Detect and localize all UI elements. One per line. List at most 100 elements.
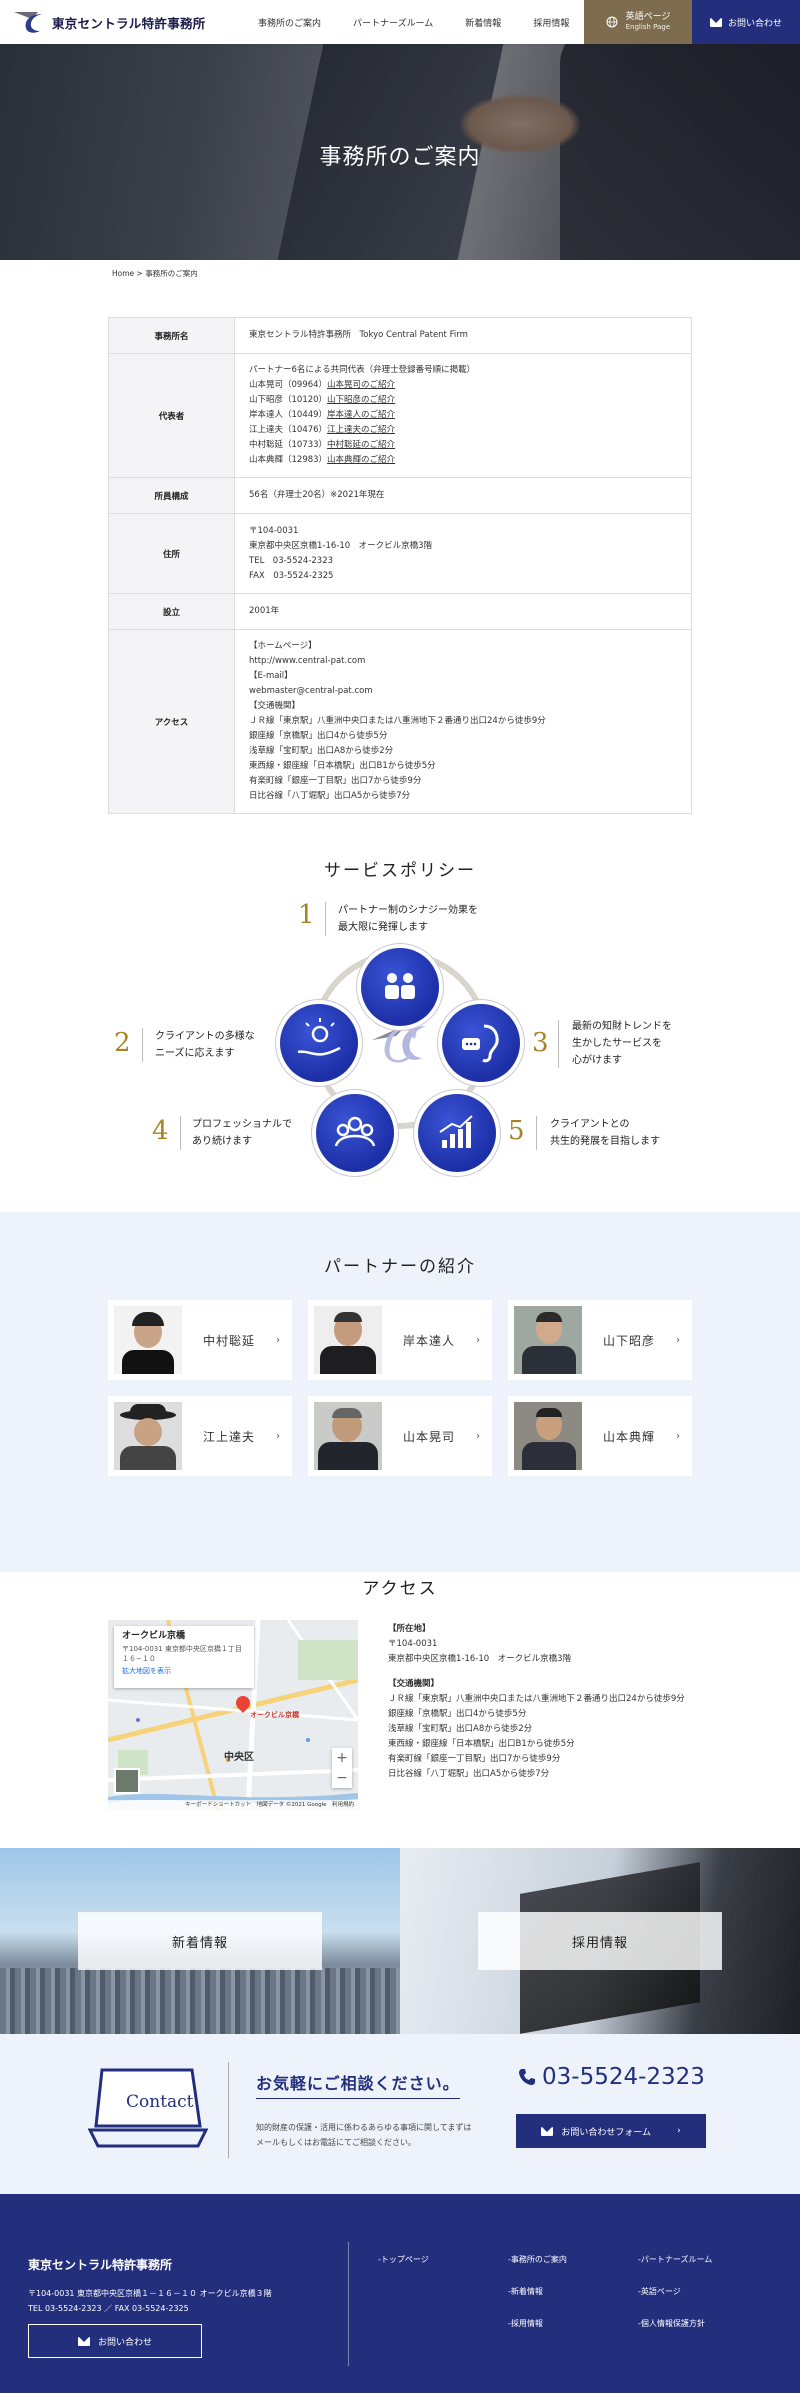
map-satellite-toggle[interactable] (114, 1768, 140, 1794)
footer-link-news[interactable]: -新着情報 (508, 2287, 543, 2296)
policy-num-5: 5 (508, 1116, 525, 1146)
contact-desc-line: 知的財産の保護・活用に係わるあらゆる事項に関してまずは (256, 2123, 472, 2132)
policy-num-2: 2 (114, 1028, 131, 1058)
breadcrumb[interactable]: Home > 事務所のご案内 (112, 269, 198, 278)
google-map[interactable]: オークビル京橋 中央区 オークビル京橋 〒104-0031 東京都中央区京橋１丁… (108, 1620, 358, 1810)
policy-line: クライアントとの (550, 1119, 630, 1130)
rep-link[interactable]: 岸本達人のご紹介 (327, 410, 396, 420)
chevron-right-icon: › (677, 2126, 681, 2136)
access-title: アクセス (362, 1579, 438, 1599)
mail-icon (709, 17, 722, 27)
access-line: 日比谷線「八丁堀駅」出口A5から徒歩7分 (249, 791, 411, 801)
partner-name: 山本典輝 (602, 1429, 655, 1444)
policy-text-4: プロフェッショナルであり続けます (192, 1116, 292, 1150)
office-value: 東京セントラル特許事務所 Tokyo Central Patent Firm (234, 317, 692, 354)
footer-tel: TEL 03-5524-2323 ／ FAX 03-5524-2325 (28, 2304, 189, 2313)
partner-card-yamamoto-koji[interactable]: 山本晃司 › (308, 1396, 492, 1476)
partner-card-yamamoto-noriteru[interactable]: 山本典輝 › (508, 1396, 692, 1476)
transport-line: ＪＲ線「東京駅」八重洲中央口または八重洲地下２番通り出口24から徒歩9分 (388, 1694, 685, 1704)
contact-desc-line: メールもしくはお電話にてご相談ください。 (256, 2138, 416, 2147)
footer-link-partners[interactable]: -パートナーズルーム (638, 2255, 713, 2264)
nav-item-partners[interactable]: パートナーズルーム (353, 18, 434, 29)
nav-item-news[interactable]: 新着情報 (465, 18, 502, 29)
footer-link-office[interactable]: -事務所のご案内 (508, 2255, 567, 2264)
partner-card-kishimoto[interactable]: 岸本達人 › (308, 1300, 492, 1380)
partner-photo (114, 1306, 182, 1374)
map-enlarge-link[interactable]: 拡大地図を表示 (122, 1667, 171, 1675)
policy-line: 生かしたサービスを (572, 1038, 662, 1049)
footer-link-english[interactable]: -英語ページ (638, 2287, 681, 2296)
transport-line: 有楽町線「銀座一丁目駅」出口7から徒歩9分 (388, 1754, 561, 1764)
partners-section (0, 1212, 800, 1572)
nav-item-office[interactable]: 事務所のご案内 (258, 18, 322, 29)
policy-divider (180, 1116, 181, 1150)
footer-company-name: 東京セントラル特許事務所 (28, 2258, 173, 2272)
footer-link-recruit[interactable]: -採用情報 (508, 2319, 543, 2328)
rep-link[interactable]: 中村聡延のご紹介 (327, 440, 396, 450)
access-line: 浅草線「宝町駅」出口A8から徒歩2分 (249, 746, 394, 756)
rep-link[interactable]: 山本典輝のご紹介 (327, 455, 396, 465)
policy-title: サービスポリシー (324, 861, 476, 881)
partner-card-egami[interactable]: 江上達夫 › (108, 1396, 292, 1476)
address-line: 東京都中央区京橋1-16-10 オークビル京橋3階 (249, 540, 433, 551)
access-line: 【交通機関】 (249, 701, 301, 711)
access-line[interactable]: webmaster@central-pat.com (249, 686, 373, 696)
policy-divider (558, 1020, 559, 1068)
english-btn-sub: English Page (625, 23, 671, 32)
staff-value: 56名（弁理士20名）※2021年現在 (234, 477, 692, 514)
policy-divider (142, 1028, 143, 1062)
partner-card-nakamura[interactable]: 中村聡延 › (108, 1300, 292, 1380)
rep-intro: パートナー6名による共同代表（弁理士登録番号順に掲載） (249, 365, 476, 375)
zoom-out-icon[interactable]: − (336, 1770, 348, 1786)
founded-label: 設立 (108, 593, 235, 630)
chevron-right-icon: › (276, 1430, 280, 1442)
nav-item-recruit[interactable]: 採用情報 (533, 18, 570, 29)
map-info-card: オークビル京橋 〒104-0031 東京都中央区京橋１丁目 １６−１０ 拡大地図… (114, 1626, 254, 1688)
chevron-right-icon: › (476, 1334, 480, 1346)
footer-link-privacy[interactable]: -個人情報保護方針 (638, 2319, 705, 2328)
access-details: 【所在地】 〒104-0031 東京都中央区京橋1-16-10 オークビル京橋3… (388, 1622, 685, 1782)
address-line: FAX 03-5524-2325 (249, 570, 334, 581)
access-line[interactable]: http://www.central-pat.com (249, 656, 366, 666)
rep-link[interactable]: 江上達夫のご紹介 (327, 425, 396, 435)
chevron-right-icon: › (476, 1430, 480, 1442)
partner-name: 山本晃司 (402, 1429, 455, 1444)
footer-address-block: 〒104-0031 東京都中央区京橋１－１６－１０ オークビル京橋３階 TEL … (28, 2286, 272, 2316)
contact-phone[interactable]: 03-5524-2323 (518, 2064, 705, 2090)
site-logo[interactable]: 東京セントラル特許事務所 (12, 9, 232, 35)
policy-text-2: クライアントの多様なニーズに応えます (155, 1028, 255, 1062)
contact-form-button[interactable]: お問い合わせフォーム › (516, 2114, 706, 2148)
partner-card-yamashita[interactable]: 山下昭彦 › (508, 1300, 692, 1380)
chevron-right-icon: › (676, 1430, 680, 1442)
logo-mark-icon (14, 12, 42, 33)
contact-description: 知的財産の保護・活用に係わるあらゆる事項に関してまずは メールもしくはお電話にて… (256, 2120, 471, 2150)
rep-link[interactable]: 山下昭彦のご紹介 (327, 395, 396, 405)
rep-link[interactable]: 山本晃司のご紹介 (327, 380, 396, 390)
news-banner[interactable]: 新着情報 (0, 1848, 400, 2034)
map-footer: キーボードショートカット 地図データ ©2021 Google 利用規約 (108, 1800, 358, 1810)
recruit-banner[interactable]: 採用情報 (400, 1848, 800, 2034)
rep-name: 岸本達人（10449） (249, 410, 328, 420)
contact-form-label: お問い合わせフォーム (561, 2127, 652, 2138)
founded-value: 2001年 (234, 593, 692, 630)
transport-line: 日比谷線「八丁堀駅」出口A5から徒歩7分 (388, 1769, 550, 1779)
footer-link-top[interactable]: -トップページ (378, 2255, 429, 2264)
policy-line: 最大限に発揮します (338, 922, 428, 933)
footer-contact-button[interactable]: お問い合わせ (28, 2324, 202, 2358)
location-heading: 【所在地】 (388, 1624, 431, 1634)
table-row: 代表者 パートナー6名による共同代表（弁理士登録番号順に掲載） 山本晃司（099… (108, 353, 692, 478)
transport-line: 浅草線「宝町駅」出口A8から徒歩2分 (388, 1724, 533, 1734)
contact-laptop-icon (88, 2068, 208, 2148)
policy-line: クライアントの多様な (155, 1031, 255, 1042)
header-contact-button[interactable]: お問い合わせ (692, 0, 800, 44)
policy-line: あり続けます (192, 1136, 252, 1147)
partnership-icon (361, 948, 439, 1026)
english-btn-label: 英語ページ (625, 12, 671, 22)
access-line: 銀座線「京橋駅」出口4から徒歩5分 (249, 731, 388, 741)
map-address: 〒104-0031 東京都中央区京橋１丁目 (122, 1645, 242, 1653)
policy-divider (325, 902, 326, 936)
zoom-in-icon[interactable]: + (336, 1750, 348, 1766)
policy-line: 最新の知財トレンドを (572, 1021, 672, 1032)
rep-name: 山本晃司（09964） (249, 380, 328, 390)
